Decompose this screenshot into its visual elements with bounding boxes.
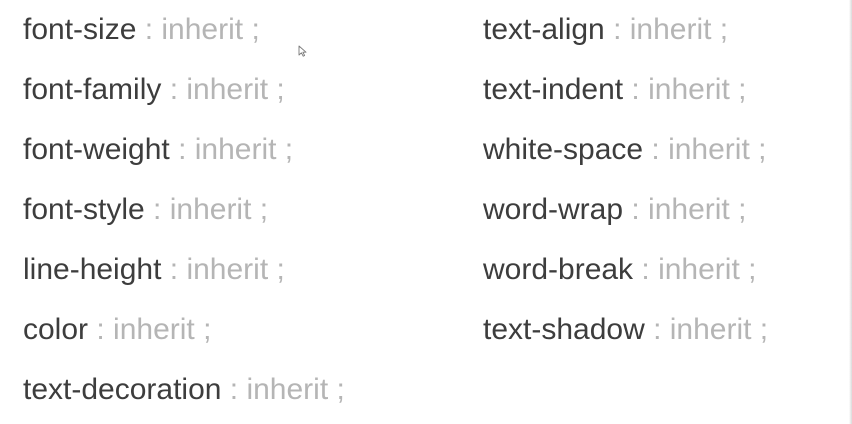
property-value: : inherit ; (161, 253, 285, 286)
property-name: word-break (483, 253, 634, 286)
property-name: text-indent (483, 73, 624, 106)
property-name: text-align (483, 13, 605, 46)
css-rule-line: font-weight : inherit ; (23, 132, 293, 168)
property-name: font-weight (23, 133, 170, 166)
css-rule-line: text-decoration : inherit ; (23, 372, 345, 408)
property-name: font-size (23, 13, 137, 46)
property-name: text-shadow (483, 313, 645, 346)
css-rule-line: line-height : inherit ; (23, 252, 285, 288)
property-value: : inherit ; (644, 313, 769, 346)
property-value: : inherit ; (643, 133, 767, 166)
property-value: : inherit ; (144, 193, 269, 226)
css-rule-line: white-space : inherit ; (483, 132, 766, 168)
property-name: text-decoration (23, 373, 222, 406)
property-value: : inherit ; (633, 253, 757, 286)
property-value: : inherit ; (88, 313, 212, 346)
property-name: font-style (23, 193, 145, 226)
property-value: : inherit ; (623, 73, 747, 106)
css-rule-line: font-size : inherit ; (23, 12, 260, 48)
property-value: : inherit ; (221, 373, 345, 406)
css-rule-line: word-break : inherit ; (483, 252, 756, 288)
property-value: : inherit ; (161, 73, 285, 106)
property-name: word-wrap (483, 193, 624, 226)
property-value: : inherit ; (604, 13, 729, 46)
css-rule-line: text-shadow : inherit ; (483, 312, 768, 348)
css-rule-line: color : inherit ; (23, 312, 211, 348)
property-name: color (23, 313, 89, 346)
property-value: : inherit ; (623, 193, 747, 226)
css-rule-line: text-indent : inherit ; (483, 72, 746, 108)
property-value: : inherit ; (136, 13, 260, 46)
css-rule-line: font-style : inherit ; (23, 192, 268, 228)
property-name: line-height (23, 253, 162, 286)
css-rule-line: font-family : inherit ; (23, 72, 285, 108)
property-value: : inherit ; (169, 133, 294, 166)
css-rule-line: word-wrap : inherit ; (483, 192, 746, 228)
mouse-pointer-icon (298, 45, 307, 57)
property-name: font-family (23, 73, 162, 106)
property-name: white-space (483, 133, 644, 166)
right-edge-shadow (849, 0, 852, 424)
css-rule-line: text-align : inherit ; (483, 12, 728, 48)
